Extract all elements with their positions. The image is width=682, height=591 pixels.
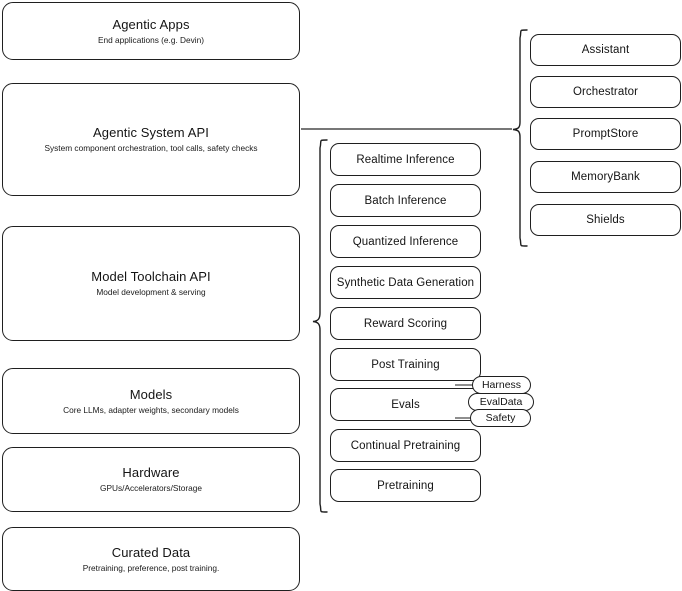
toolchain-item-label: Post Training xyxy=(371,358,440,371)
stack-item-models[interactable]: Models Core LLMs, adapter weights, secon… xyxy=(2,368,300,434)
toolchain-column-brace xyxy=(312,139,328,513)
stack-item-agentic-system-api[interactable]: Agentic System API System component orch… xyxy=(2,83,300,196)
stack-item-subtitle: Pretraining, preference, post training. xyxy=(82,562,220,573)
stack-item-curated-data[interactable]: Curated Data Pretraining, preference, po… xyxy=(2,527,300,591)
toolchain-item-reward-scoring[interactable]: Reward Scoring xyxy=(330,307,481,340)
stack-item-subtitle: System component orchestration, tool cal… xyxy=(44,143,258,153)
stack-item-title: Hardware xyxy=(122,465,180,480)
stack-item-title: Models xyxy=(129,386,173,402)
stack-item-title: Agentic System API xyxy=(93,125,209,140)
toolchain-item-label: Batch Inference xyxy=(364,194,447,207)
toolchain-item-pretraining[interactable]: Pretraining xyxy=(330,469,481,502)
stack-item-hardware[interactable]: Hardware GPUs/Accelerators/Storage xyxy=(2,447,300,512)
toolchain-item-label: Reward Scoring xyxy=(363,317,448,330)
agentic-item-shields[interactable]: Shields xyxy=(530,204,681,236)
toolchain-item-label: Synthetic Data Generation xyxy=(336,276,475,289)
evals-pill-label: Safety xyxy=(485,412,516,424)
toolchain-item-label: Pretraining xyxy=(377,479,434,492)
agentic-item-orchestrator[interactable]: Orchestrator xyxy=(530,76,681,108)
evals-pill-label: Harness xyxy=(481,379,522,391)
toolchain-item-evals[interactable]: Evals xyxy=(330,388,481,421)
evals-pill-safety[interactable]: Safety xyxy=(470,409,531,427)
stack-item-model-toolchain-api[interactable]: Model Toolchain API Model development & … xyxy=(2,226,300,341)
agentic-column-brace xyxy=(512,29,528,247)
toolchain-item-label: Continual Pretraining xyxy=(350,439,461,452)
evals-pill-harness[interactable]: Harness xyxy=(472,376,531,394)
agentic-item-promptstore[interactable]: PromptStore xyxy=(530,118,681,150)
agentic-item-label: Orchestrator xyxy=(572,86,639,98)
toolchain-item-continual-pretraining[interactable]: Continual Pretraining xyxy=(330,429,481,462)
stack-item-subtitle: Model development & serving xyxy=(96,287,206,297)
toolchain-item-label: Quantized Inference xyxy=(352,235,459,248)
toolchain-item-label: Evals xyxy=(391,398,420,411)
agentic-item-assistant[interactable]: Assistant xyxy=(530,34,681,66)
evals-pill-evaldata[interactable]: EvalData xyxy=(468,393,534,411)
stack-item-subtitle: End applications (e.g. Devin) xyxy=(97,34,205,45)
evals-pill-label: EvalData xyxy=(479,396,523,408)
stack-item-agentic-apps[interactable]: Agentic Apps End applications (e.g. Devi… xyxy=(2,2,300,60)
agentic-item-label: PromptStore xyxy=(572,128,639,140)
stack-item-title: Curated Data xyxy=(111,544,191,560)
toolchain-item-quantized-inference[interactable]: Quantized Inference xyxy=(330,225,481,258)
toolchain-item-label: Realtime Inference xyxy=(356,153,455,166)
toolchain-item-realtime-inference[interactable]: Realtime Inference xyxy=(330,143,481,176)
toolchain-item-post-training[interactable]: Post Training xyxy=(330,348,481,381)
agentic-item-label: MemoryBank xyxy=(571,171,640,183)
agentic-item-memorybank[interactable]: MemoryBank xyxy=(530,161,681,193)
agentic-item-label: Assistant xyxy=(581,44,630,56)
agentic-item-label: Shields xyxy=(586,214,625,226)
toolchain-item-synthetic-data-generation[interactable]: Synthetic Data Generation xyxy=(330,266,481,299)
stack-item-subtitle: Core LLMs, adapter weights, secondary mo… xyxy=(63,404,239,415)
toolchain-item-batch-inference[interactable]: Batch Inference xyxy=(330,184,481,217)
stack-item-title: Model Toolchain API xyxy=(91,269,211,284)
stack-item-subtitle: GPUs/Accelerators/Storage xyxy=(100,483,202,493)
stack-item-title: Agentic Apps xyxy=(112,16,190,32)
